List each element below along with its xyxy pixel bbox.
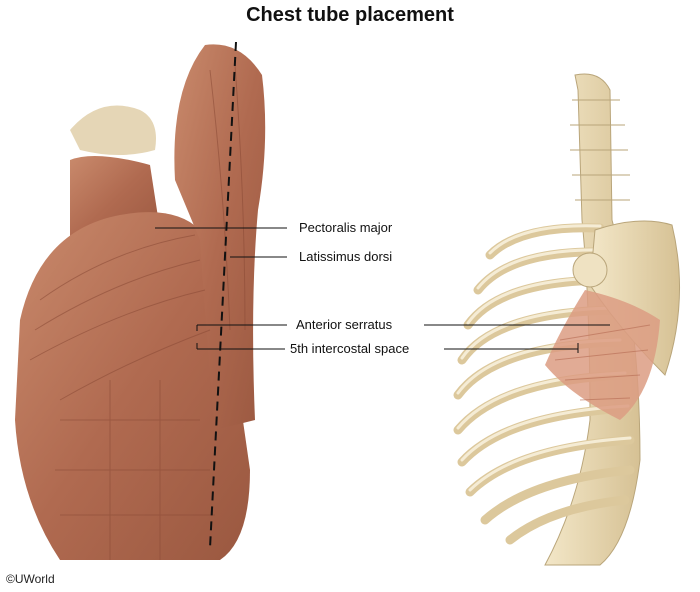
label-latissimus-dorsi: Latissimus dorsi (299, 249, 393, 264)
chest-muscle-figure (15, 41, 266, 560)
jaw-shape (70, 105, 156, 155)
label-anterior-serratus: Anterior serratus (296, 317, 393, 332)
leader-lines (155, 227, 610, 353)
muscle-fibres (29, 64, 246, 560)
serratus-fibres (554, 324, 651, 401)
label-pectoralis-major: Pectoralis major (299, 220, 393, 235)
incision-dashed-line (209, 41, 237, 549)
copyright-text: ©UWorld (6, 572, 55, 586)
raised-arm (174, 44, 266, 430)
diagram-title: Chest tube placement (246, 4, 454, 26)
vertebrae (570, 99, 630, 201)
label-5th-intercostal-space: 5th intercostal space (290, 341, 410, 356)
torso-muscles (15, 212, 250, 560)
ribcage-figure (453, 73, 680, 566)
humeral-head (572, 252, 608, 288)
